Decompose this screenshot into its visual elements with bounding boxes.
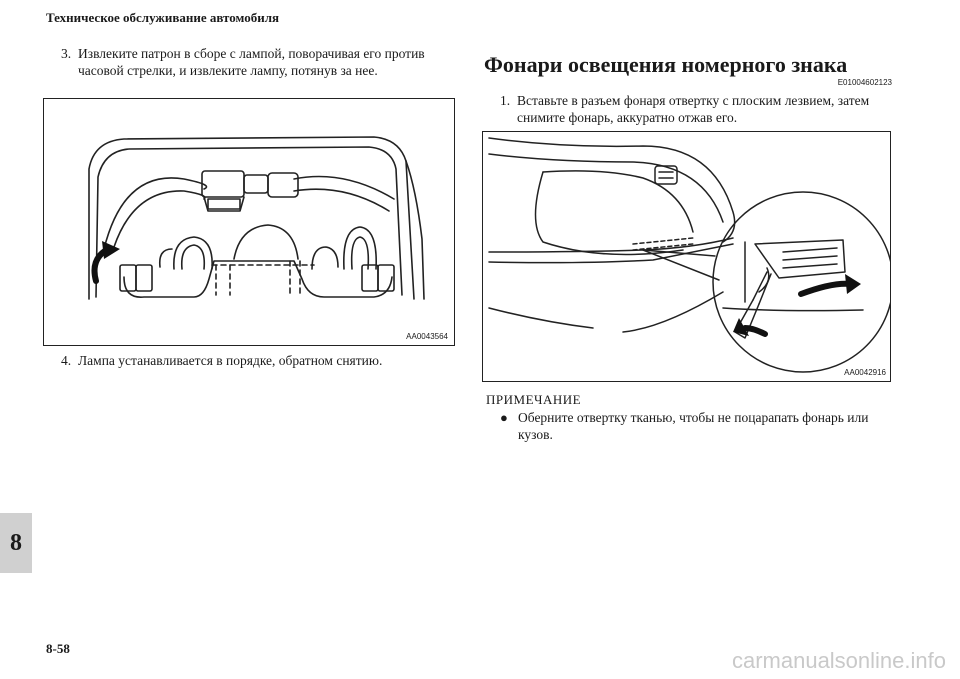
step-3-number: 3. [61,46,72,61]
step-4-number: 4. [61,353,72,368]
license-lamp-illustration [488,137,894,373]
document-code: E01004602123 [837,78,892,87]
step-1-line-1: Вставьте в разъем фонаря отвертку с плос… [517,93,870,108]
figure-bulb-socket: AA0043564 [43,98,455,346]
step-3-line-1: Извлеките патрон в сборе с лампой, повор… [78,46,425,61]
note-text: Оберните отвертку тканью, чтобы не поцар… [518,409,888,443]
pry-arrow-icon [798,274,861,297]
insert-arrow-icon [733,318,768,337]
step-4-text: Лампа устанавливается в порядке, обратно… [78,353,383,368]
page-number: 8-58 [46,641,70,656]
chapter-tab: 8 [0,513,32,573]
bulb-socket-illustration [88,136,425,300]
step-4: 4. Лампа устанавливается в порядке, обра… [61,352,461,370]
note-bullet-icon: ● [500,410,508,425]
figure-2-code: AA0042916 [844,368,886,377]
watermark: carmanualsonline.info [731,648,946,673]
note-line-2: кузов. [518,427,553,442]
page-header: Техническое обслуживание автомобиля [46,10,280,25]
note-line-1: Оберните отвертку тканью, чтобы не поцар… [518,410,869,425]
figure-license-lamp: AA0042916 [482,131,894,382]
section-title: Фонари освещения номерного знака [484,52,848,77]
step-1-number: 1. [500,93,511,108]
step-1: 1. Вставьте в разъем фонаря отвертку с п… [500,92,900,128]
note-heading: ПРИМЕЧАНИЕ [486,392,582,407]
step-3-line-2: часовой стрелки, и извлеките лампу, потя… [78,63,378,78]
step-3: 3. Извлеките патрон в сборе с лампой, по… [61,45,461,81]
step-1-line-2: снимите фонарь, аккуратно отжав его. [517,110,738,125]
figure-1-code: AA0043564 [406,332,448,341]
rotate-arrow-icon [91,241,120,284]
